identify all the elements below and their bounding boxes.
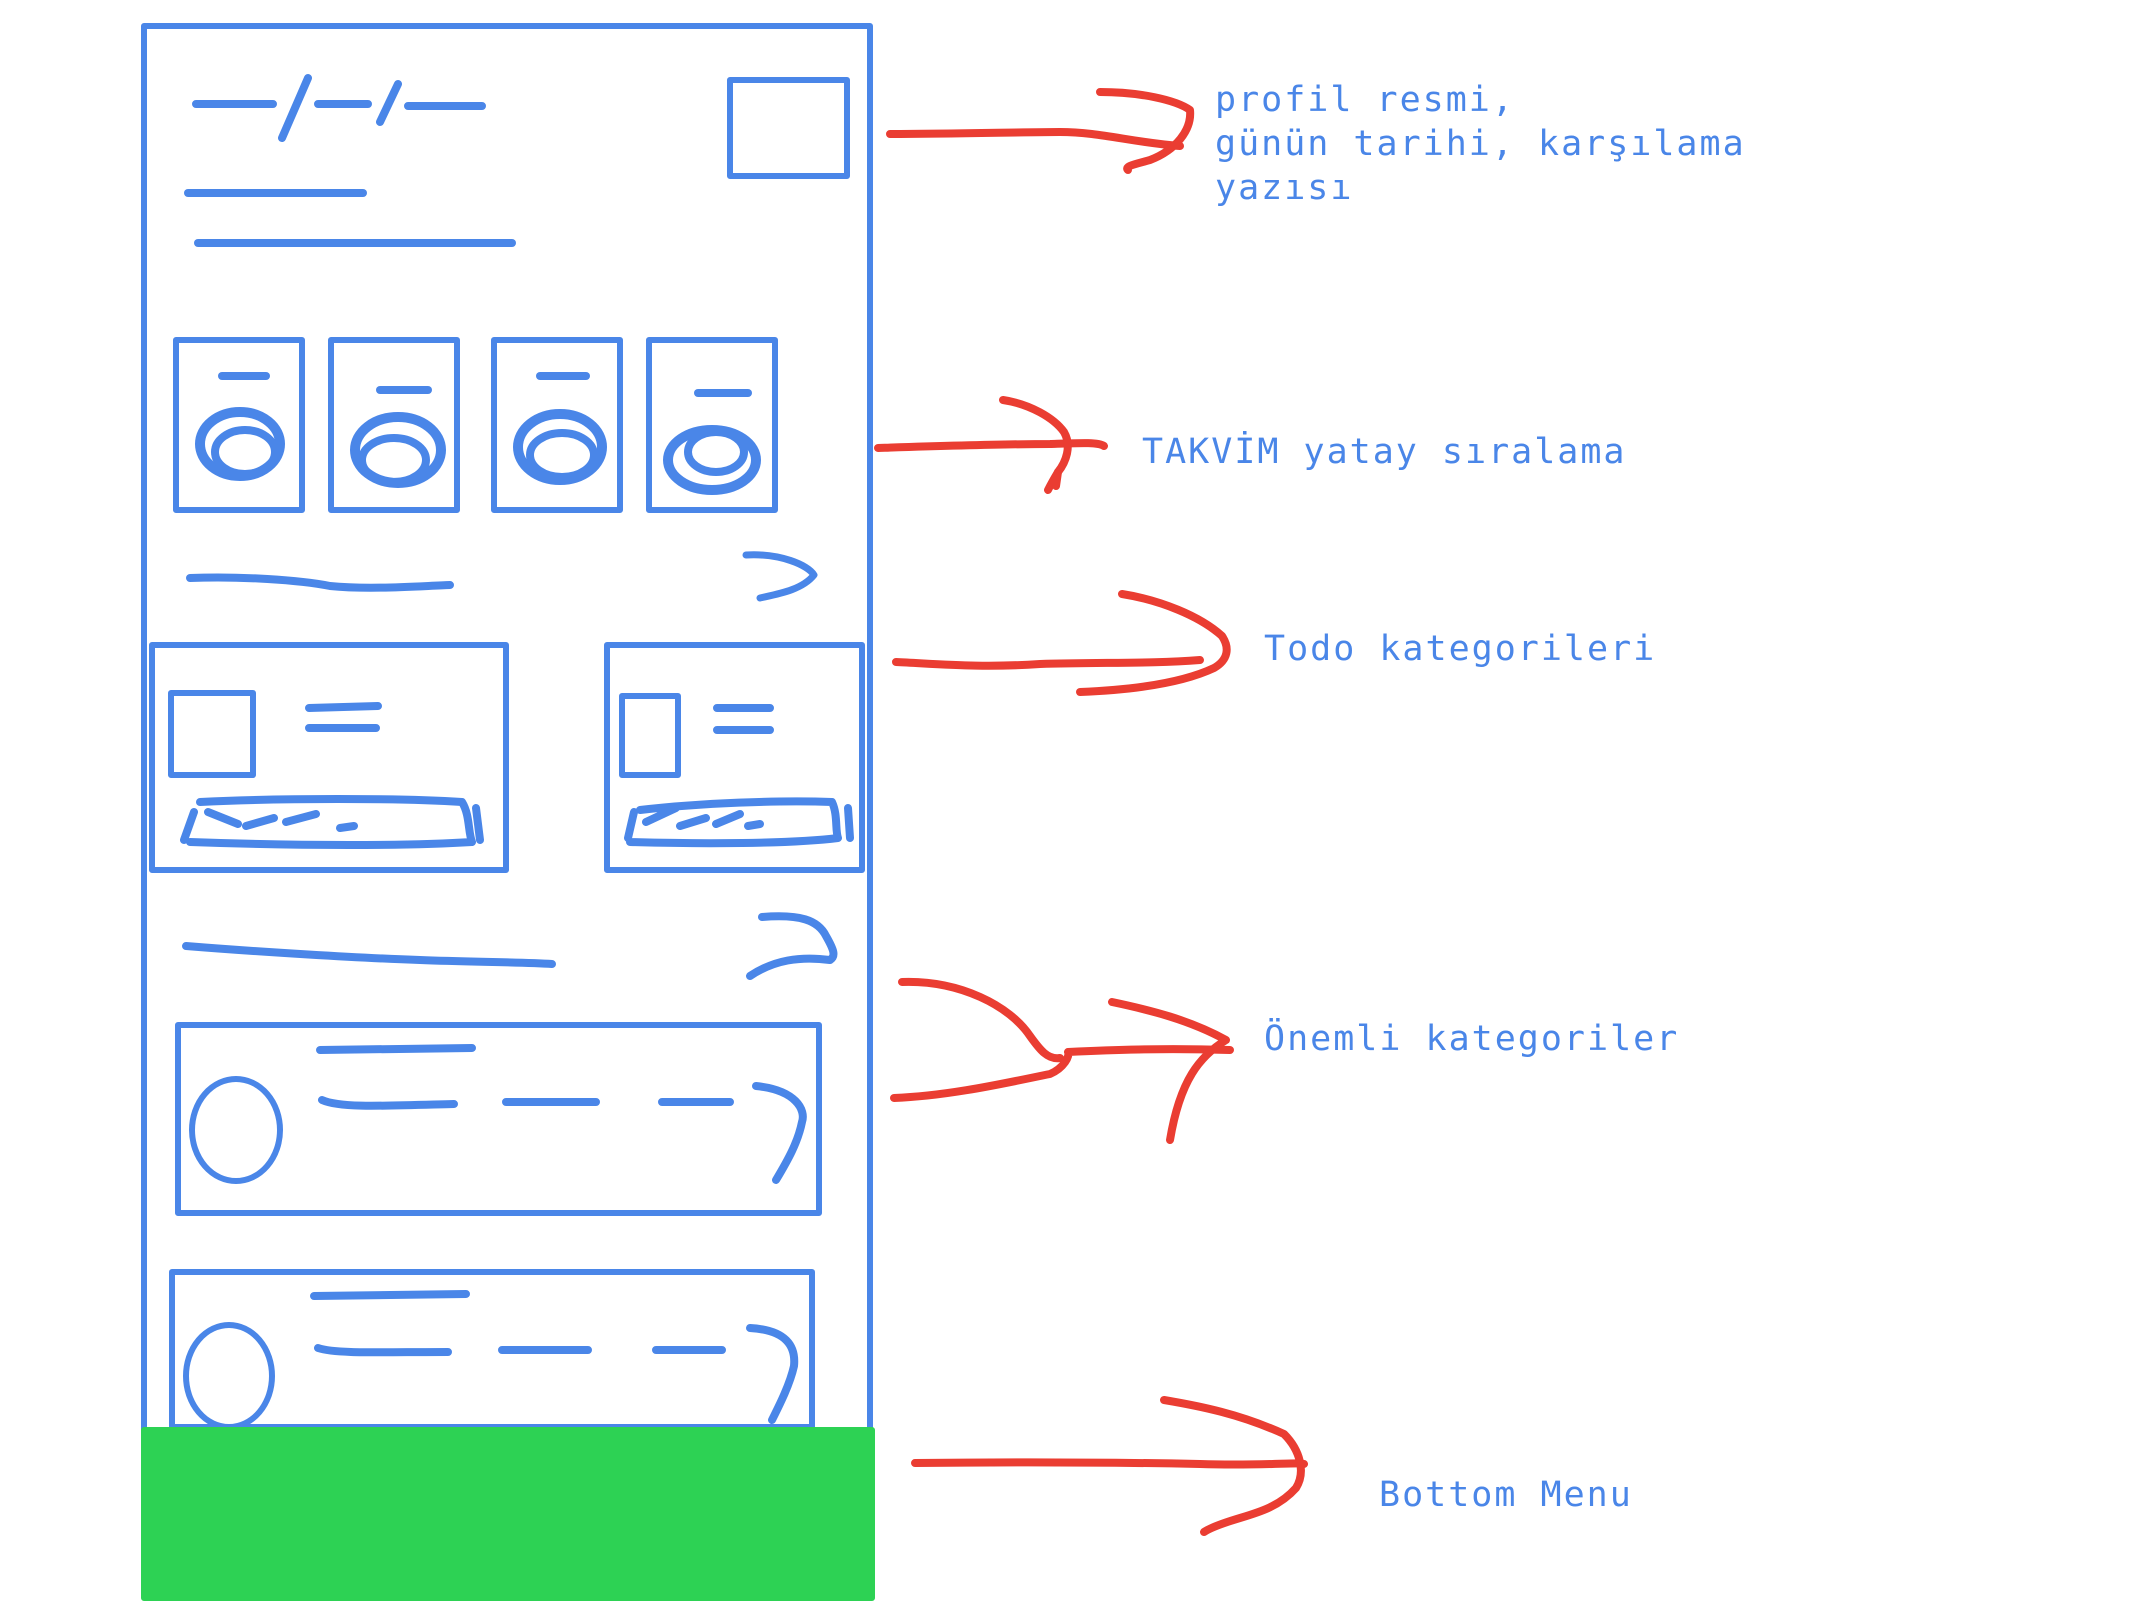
arrow-icon — [892, 590, 1231, 696]
annotation-profile-line3: yazısı — [1215, 168, 1354, 208]
annotation-important-categories: Önemli kategoriler — [1264, 1019, 1680, 1059]
calendar-day — [646, 337, 778, 513]
important-card — [175, 1022, 822, 1216]
annotation-todo-categories: Todo kategorileri — [1264, 629, 1657, 669]
todo-section — [149, 551, 865, 873]
calendar-strip — [173, 337, 778, 513]
annotation-bottom-menu: Bottom Menu — [1379, 1475, 1633, 1515]
calendar-day — [173, 337, 305, 513]
calendar-day — [491, 337, 623, 513]
annotation-profile-line1: profil resmi, — [1215, 80, 1515, 120]
todo-section-title — [186, 573, 454, 592]
annotation-profile: profil resmi, günün tarihi, karşılama ya… — [1215, 78, 1746, 210]
important-section — [169, 912, 838, 1430]
annotation-profile-line2: günün tarihi, karşılama — [1215, 124, 1746, 164]
arrow-icon — [890, 977, 1234, 1144]
todo-card — [604, 642, 865, 873]
important-section-title — [182, 942, 556, 968]
calendar-day — [328, 337, 460, 513]
date-scribble — [192, 74, 486, 142]
profile-picture-box — [727, 77, 850, 179]
annotation-calendar: TAKVİM yatay sıralama — [1142, 432, 1627, 472]
arrow-icon — [911, 1396, 1308, 1536]
arrow-icon — [874, 396, 1108, 494]
todo-card — [149, 642, 509, 873]
arrow-icon — [886, 88, 1195, 174]
important-see-all-chevron — [746, 912, 838, 980]
header-section — [184, 74, 850, 247]
todo-see-all-chevron — [742, 551, 818, 602]
important-card — [169, 1269, 815, 1430]
bottom-menu-bar — [141, 1427, 875, 1601]
